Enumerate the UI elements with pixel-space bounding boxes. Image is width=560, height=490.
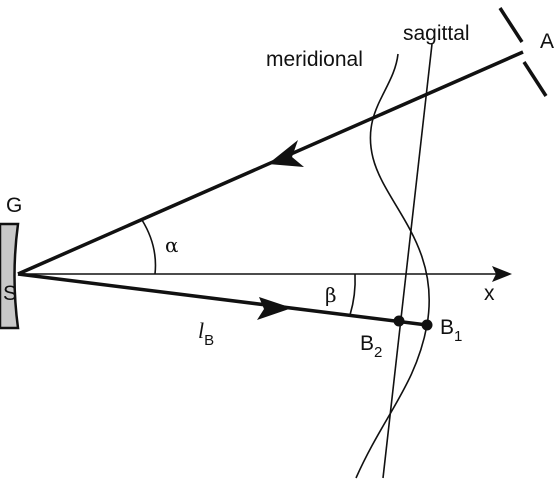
label-source-point: S — [3, 282, 17, 305]
diffracted-ray — [17, 272, 428, 327]
label-meridional: meridional — [266, 48, 363, 71]
grating-g — [0, 222, 20, 330]
label-path-l: l — [198, 318, 204, 343]
label-aperture: A — [540, 30, 554, 53]
label-b2-sub: 2 — [374, 344, 382, 361]
x-axis-arrowhead — [492, 266, 512, 282]
sagittal-focal-line — [382, 43, 433, 479]
label-grating: G — [6, 194, 22, 217]
aperture-slit-upper — [498, 7, 524, 43]
meridional-focal-curve — [355, 53, 430, 479]
label-sagittal: sagittal — [403, 22, 470, 45]
label-b1-main: B — [440, 316, 454, 339]
label-x-axis: x — [484, 282, 495, 305]
label-path-l-sub: B — [204, 332, 214, 349]
focal-point-b2 — [393, 315, 405, 327]
incident-ray-arrowhead — [268, 140, 304, 167]
label-beta: β — [325, 283, 337, 307]
aperture-slit-lower — [522, 61, 548, 97]
label-path-lb: lB — [198, 318, 214, 349]
label-b2-main: B — [360, 332, 374, 355]
beta-arc — [349, 273, 356, 316]
focal-point-b1 — [421, 319, 433, 331]
label-alpha: α — [165, 233, 179, 257]
diffracted-ray-arrowhead — [257, 297, 292, 320]
label-b1-sub: 1 — [454, 328, 462, 345]
alpha-arc — [141, 219, 157, 275]
label-b1: B1 — [440, 316, 462, 345]
label-b2: B2 — [360, 332, 382, 361]
